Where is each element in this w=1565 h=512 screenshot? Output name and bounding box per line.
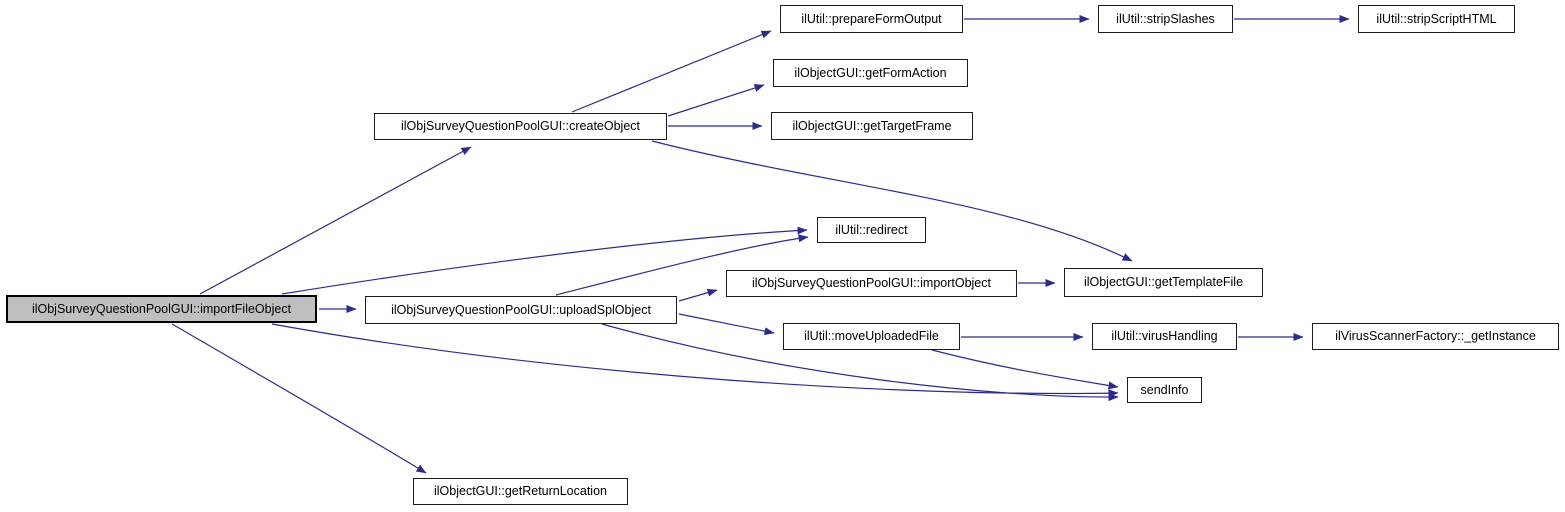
edge-uploadSplObject-moveUploadedFile xyxy=(678,313,775,336)
edge-importFileObject-sendInfo xyxy=(271,323,1119,398)
node-virusHandling[interactable]: ilUtil::virusHandling xyxy=(1092,323,1237,350)
node-stripScriptHTML[interactable]: ilUtil::stripScriptHTML xyxy=(1358,5,1515,33)
edge-createObject-getFormAction xyxy=(667,84,765,117)
node-getTargetFrame[interactable]: ilObjectGUI::getTargetFrame xyxy=(771,112,973,140)
edge-createObject-prepareFormOutput xyxy=(571,30,772,113)
node-createObject[interactable]: ilObjSurveyQuestionPoolGUI::createObject xyxy=(374,113,667,140)
edge-importFileObject-createObject xyxy=(199,146,472,295)
node-getReturnLocation[interactable]: ilObjectGUI::getReturnLocation xyxy=(413,478,628,505)
node-sendInfo[interactable]: sendInfo xyxy=(1127,377,1202,403)
node-getFormAction[interactable]: ilObjectGUI::getFormAction xyxy=(773,59,968,87)
edge-uploadSplObject-importObject xyxy=(678,288,718,302)
edge-uploadSplObject-redirect xyxy=(555,234,809,296)
node-getInstance[interactable]: ilVirusScannerFactory::_getInstance xyxy=(1312,323,1559,350)
node-uploadSplObject[interactable]: ilObjSurveyQuestionPoolGUI::uploadSplObj… xyxy=(365,296,677,324)
node-prepareFormOutput[interactable]: ilUtil::prepareFormOutput xyxy=(780,5,963,33)
node-getTemplateFile[interactable]: ilObjectGUI::getTemplateFile xyxy=(1064,268,1263,297)
edge-importFileObject-redirect xyxy=(281,226,808,295)
node-redirect[interactable]: ilUtil::redirect xyxy=(817,217,926,243)
node-stripSlashes[interactable]: ilUtil::stripSlashes xyxy=(1098,5,1233,33)
node-importFileObject: ilObjSurveyQuestionPoolGUI::importFileOb… xyxy=(6,295,317,323)
node-moveUploadedFile[interactable]: ilUtil::moveUploadedFile xyxy=(783,323,960,350)
edge-uploadSplObject-sendInfo xyxy=(601,323,1119,402)
edge-moveUploadedFile-sendInfo xyxy=(931,349,1119,390)
edge-createObject-getTemplateFile xyxy=(651,140,1133,262)
edge-importFileObject-getReturnLocation xyxy=(171,323,427,474)
node-importObject[interactable]: ilObjSurveyQuestionPoolGUI::importObject xyxy=(726,270,1017,297)
